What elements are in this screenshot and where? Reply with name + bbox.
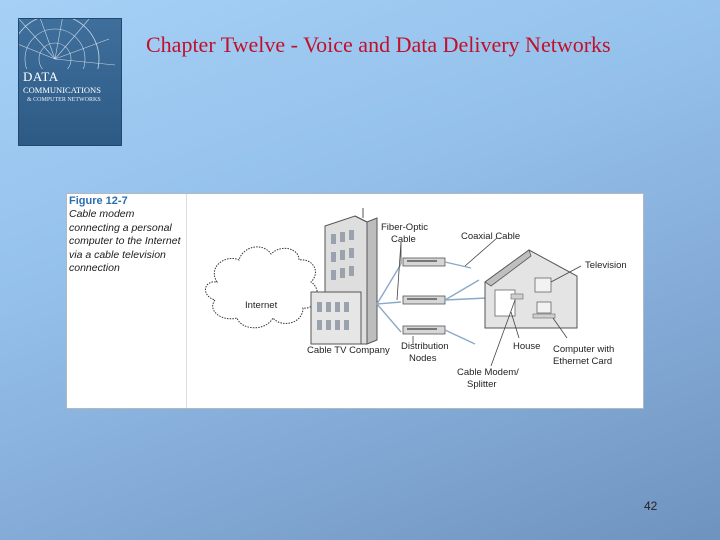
satellite-dish-graphic bbox=[19, 19, 116, 104]
computer-icon bbox=[536, 301, 552, 314]
figure-caption-column: Figure 12-7 Cable modem connecting a per… bbox=[67, 194, 187, 408]
cover-title-communications: COMMUNICATIONS bbox=[23, 85, 101, 95]
slide-title: Chapter Twelve - Voice and Data Delivery… bbox=[146, 32, 611, 57]
house-label: House bbox=[513, 341, 540, 352]
distribution-node-icon bbox=[402, 257, 446, 335]
television-label: Television bbox=[585, 260, 627, 271]
computer-label-line2: Ethernet Card bbox=[553, 356, 612, 367]
figure-caption: Cable modem connecting a personal comput… bbox=[69, 208, 181, 275]
cover-title-networks: & COMPUTER NETWORKS bbox=[27, 97, 101, 103]
figure-panel: Figure 12-7 Cable modem connecting a per… bbox=[66, 193, 644, 409]
distribution-nodes-label-line2: Nodes bbox=[409, 353, 437, 364]
fiber-optic-lines bbox=[376, 263, 402, 333]
page-number: 42 bbox=[644, 499, 658, 513]
computer-label-line1: Computer with bbox=[553, 344, 614, 355]
figure-number: Figure 12-7 bbox=[69, 195, 128, 207]
cable-modem-icon bbox=[510, 293, 524, 300]
distribution-nodes-label-line1: Distribution bbox=[401, 341, 449, 352]
television-icon bbox=[534, 277, 552, 293]
house-icon bbox=[484, 249, 578, 329]
cover-title-data: DATA bbox=[23, 69, 59, 84]
cable-tv-company-building-icon: Cable TV Company bbox=[307, 208, 390, 356]
coaxial-cable-label: Coaxial Cable bbox=[461, 231, 520, 242]
internet-label: Internet bbox=[245, 300, 278, 311]
fiber-optic-label-line2: Cable bbox=[391, 234, 416, 245]
internet-cloud-icon: Internet bbox=[205, 246, 318, 329]
cable-modem-label-line1: Cable Modem/ bbox=[457, 367, 519, 378]
cable-modem-label-line2: Splitter bbox=[467, 379, 497, 390]
cable-tv-company-label: Cable TV Company bbox=[307, 345, 390, 356]
network-diagram: Internet Cable TV Company bbox=[205, 208, 627, 390]
fiber-optic-label-line1: Fiber-Optic bbox=[381, 222, 428, 233]
book-cover-image: DATA COMMUNICATIONS & COMPUTER NETWORKS bbox=[18, 18, 122, 146]
fiber-optic-pointers bbox=[396, 241, 402, 301]
